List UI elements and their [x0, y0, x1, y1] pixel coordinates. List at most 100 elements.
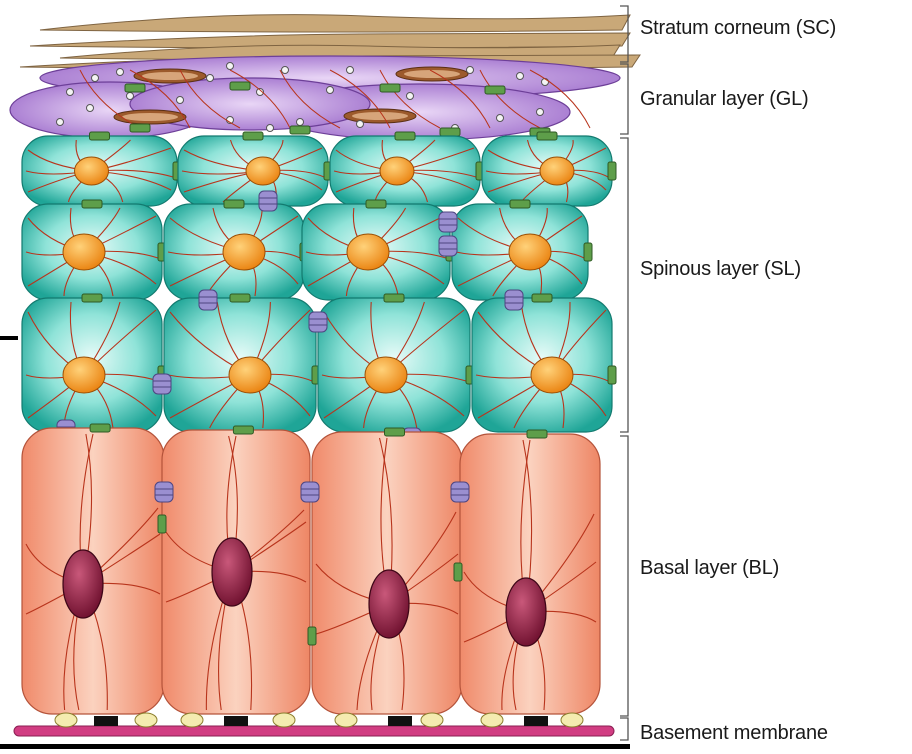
- desmosome: [82, 294, 102, 302]
- desmosome: [385, 428, 405, 436]
- hemidesmosome: [273, 713, 295, 727]
- desmosome: [608, 366, 616, 384]
- basal-cell: [312, 428, 462, 714]
- spinous-nucleus: [540, 157, 574, 185]
- spinous-nucleus: [509, 234, 551, 270]
- desmosome: [366, 200, 386, 208]
- keratohyalin-granule: [267, 125, 274, 132]
- keratohyalin-granule: [517, 73, 524, 80]
- gap-junction: [199, 290, 217, 310]
- desmosome: [454, 563, 462, 581]
- desmosome: [230, 82, 250, 90]
- granular-nucleus-core: [142, 72, 198, 80]
- membrane-band: [14, 726, 614, 736]
- keratohyalin-granule: [467, 67, 474, 74]
- spinous-cell: [330, 132, 484, 206]
- basal-nucleus: [212, 538, 252, 606]
- basal-cell: [460, 430, 600, 714]
- desmosome: [233, 426, 253, 434]
- layer-bracket: [620, 138, 628, 432]
- desmosome: [584, 243, 592, 261]
- desmosome: [527, 430, 547, 438]
- desmosome: [230, 294, 250, 302]
- desmosome: [308, 627, 316, 645]
- keratohyalin-granule: [537, 109, 544, 116]
- label-basal-layer: Basal layer (BL): [640, 557, 779, 580]
- gap-junction: [439, 236, 457, 256]
- basement-membrane: [14, 713, 614, 736]
- layer-brackets: [620, 6, 628, 740]
- keratohyalin-granule: [282, 67, 289, 74]
- desmosome: [395, 132, 415, 140]
- spinous-cell: [302, 200, 454, 300]
- label-spinous-layer: Spinous layer (SL): [640, 258, 801, 281]
- desmosome: [485, 86, 505, 94]
- spinous-nucleus: [223, 234, 265, 270]
- granular-nucleus-core: [352, 112, 408, 120]
- spinous-nucleus: [229, 357, 271, 393]
- label-basement-membrane: Basement membrane: [640, 722, 828, 745]
- desmosome: [125, 84, 145, 92]
- gap-junction: [155, 482, 173, 502]
- keratohyalin-granule: [57, 119, 64, 126]
- gap-junction: [259, 191, 277, 211]
- hemidesmosome: [481, 713, 503, 727]
- keratohyalin-granule: [357, 121, 364, 128]
- hemidesmosome-plaque: [388, 716, 412, 726]
- gap-junction: [309, 312, 327, 332]
- spinous-nucleus: [380, 157, 414, 185]
- hemidesmosome: [135, 713, 157, 727]
- hemidesmosome: [335, 713, 357, 727]
- gap-junction-body: [153, 374, 171, 394]
- spinous-cell: [164, 294, 320, 432]
- gap-junction-body: [451, 482, 469, 502]
- desmosome: [384, 294, 404, 302]
- spinous-cell: [178, 132, 332, 206]
- spinous-cell: [22, 294, 166, 432]
- hemidesmosome: [181, 713, 203, 727]
- layer-bracket: [620, 436, 628, 716]
- layer-bracket: [620, 718, 628, 740]
- spinous-nucleus: [531, 357, 573, 393]
- hemidesmosome-plaque: [524, 716, 548, 726]
- basal-nucleus: [506, 578, 546, 646]
- spinous-cell: [318, 294, 474, 432]
- gap-junction-body: [439, 236, 457, 256]
- spinous-nucleus: [347, 234, 389, 270]
- hemidesmosome: [561, 713, 583, 727]
- keratohyalin-granule: [327, 87, 334, 94]
- desmosome: [130, 124, 150, 132]
- keratohyalin-granule: [497, 115, 504, 122]
- keratohyalin-granule: [117, 69, 124, 76]
- hemidesmosome-plaque: [224, 716, 248, 726]
- spinous-cell: [482, 132, 616, 206]
- desmosome: [243, 132, 263, 140]
- desmosome: [224, 200, 244, 208]
- spinous-cell: [22, 200, 166, 300]
- keratohyalin-granule: [297, 119, 304, 126]
- desmosome: [510, 200, 530, 208]
- desmosome: [90, 132, 110, 140]
- basal-cells: [22, 424, 600, 714]
- granular-nucleus-core: [122, 113, 178, 121]
- hemidesmosome: [55, 713, 77, 727]
- basal-nucleus: [63, 550, 103, 618]
- gap-junction-body: [155, 482, 173, 502]
- keratohyalin-granule: [87, 105, 94, 112]
- gap-junction-body: [439, 212, 457, 232]
- gap-junction: [439, 212, 457, 232]
- granular-cells: [10, 56, 620, 140]
- gap-junction-body: [199, 290, 217, 310]
- keratohyalin-granule: [407, 93, 414, 100]
- left-edge-tick: [0, 336, 18, 340]
- desmosome: [537, 132, 557, 140]
- spinous-nucleus: [75, 157, 109, 185]
- keratohyalin-granule: [542, 79, 549, 86]
- keratohyalin-granule: [207, 75, 214, 82]
- keratohyalin-granule: [347, 67, 354, 74]
- layer-bracket: [620, 64, 628, 134]
- desmosome: [290, 126, 310, 134]
- desmosome: [608, 162, 616, 180]
- hemidesmosome-plaque: [94, 716, 118, 726]
